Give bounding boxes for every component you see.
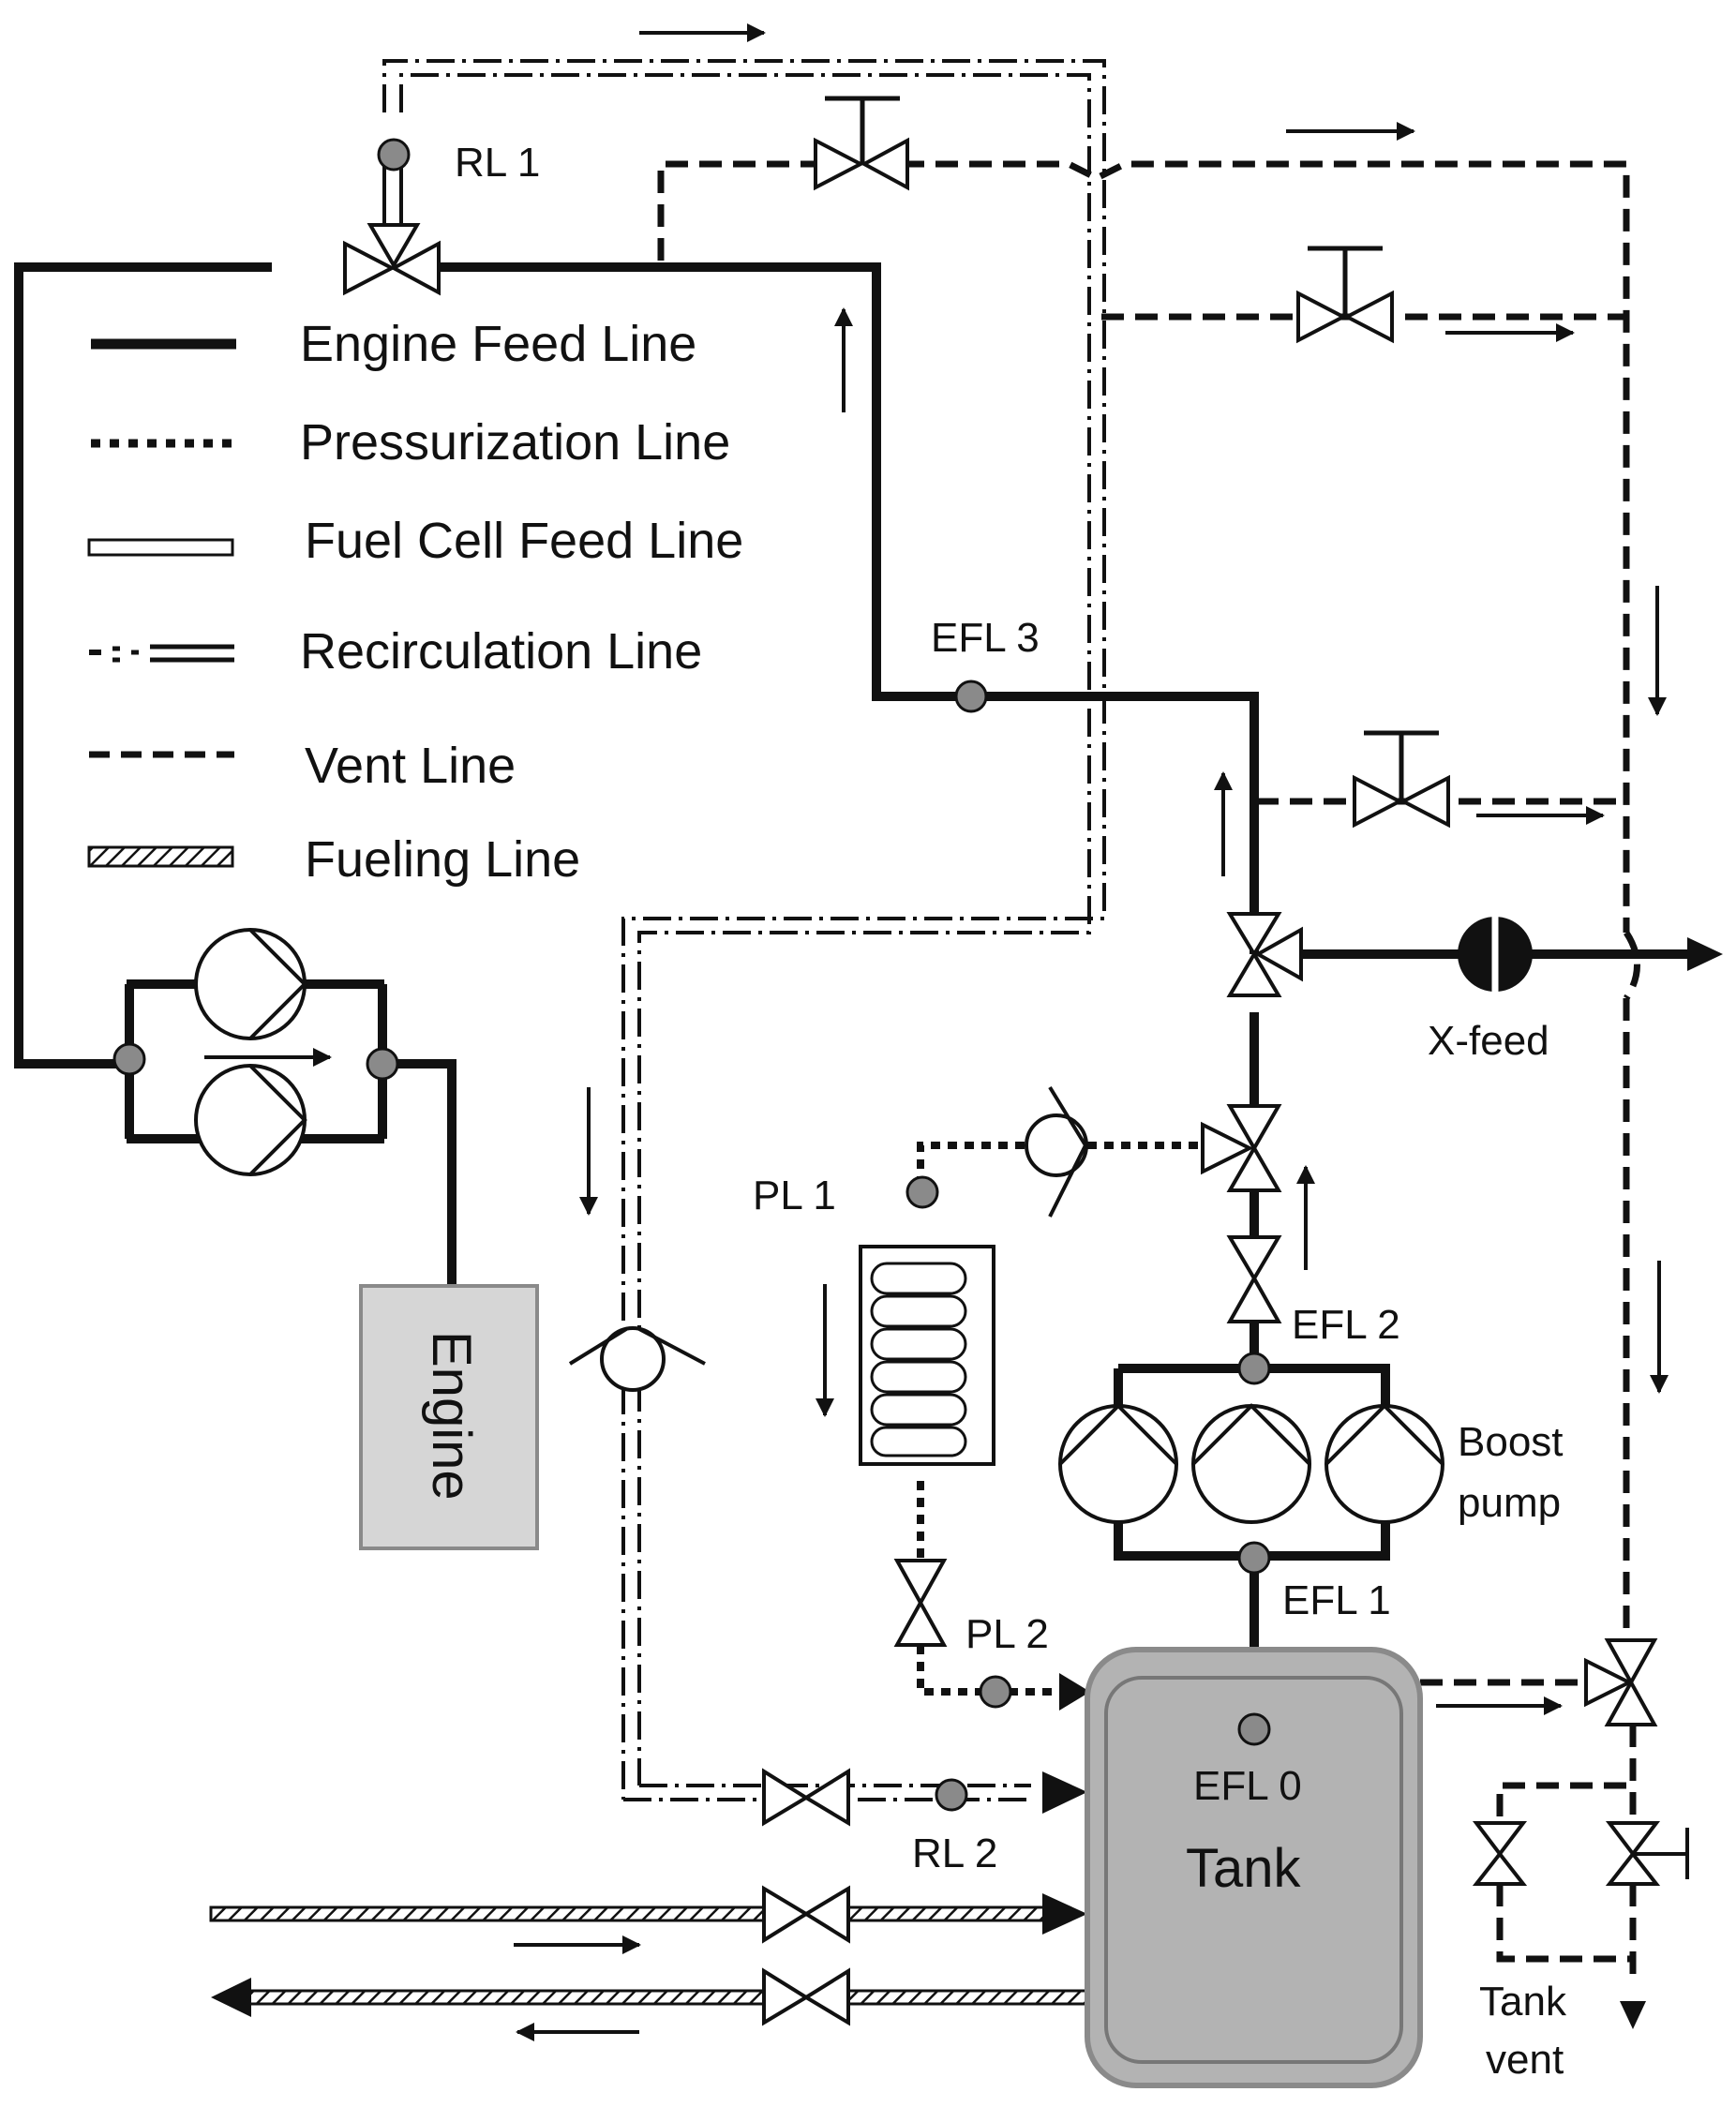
fueling-valve-out[interactable] xyxy=(762,1967,850,2026)
feed-isolation-valve[interactable] xyxy=(1226,1235,1282,1323)
xfeed-outlet-arrow xyxy=(1687,937,1723,971)
pressurization-valve[interactable] xyxy=(893,1559,948,1647)
engine-pump-lower[interactable] xyxy=(194,1064,307,1176)
efl0-sensor xyxy=(1237,1712,1271,1746)
tank-label: Tank xyxy=(1186,1838,1302,1899)
tank-vent-label-line1: Tank xyxy=(1479,1979,1567,2025)
rl1-label: RL 1 xyxy=(455,140,540,186)
vent-valve-mid[interactable] xyxy=(1296,246,1394,344)
legend-fuel-cell-sample xyxy=(87,538,234,557)
boost-pump-2[interactable] xyxy=(1191,1403,1311,1524)
vent-valve-top[interactable] xyxy=(814,96,909,191)
xfeed-label: X-feed xyxy=(1428,1018,1549,1064)
pl2-sensor xyxy=(979,1675,1012,1709)
pressurization-inlet-arrow xyxy=(1059,1673,1090,1711)
efl2-label: EFL 2 xyxy=(1292,1302,1400,1348)
legend-recirculation-label: Recirculation Line xyxy=(300,623,702,680)
pl1-label: PL 1 xyxy=(753,1173,836,1218)
tank-vent-outlet-arrow xyxy=(1620,2001,1646,2029)
rl2-label: RL 2 xyxy=(912,1831,997,1876)
pl2-label: PL 2 xyxy=(965,1611,1049,1657)
rl1-valve[interactable] xyxy=(343,223,441,296)
pressurization-heat-exchanger[interactable] xyxy=(859,1245,995,1466)
fueling-line xyxy=(209,1905,1092,2006)
boost-pump-1[interactable] xyxy=(1058,1403,1178,1524)
legend: Engine Feed Line Pressurization Line Fue… xyxy=(87,316,743,888)
vent-line xyxy=(657,160,1640,1978)
engine-label: Engine xyxy=(421,1331,482,1501)
boost-pump-label-line1: Boost xyxy=(1458,1419,1564,1465)
efl3-label: EFL 3 xyxy=(931,615,1040,661)
fueling-valve-in[interactable] xyxy=(762,1885,850,1944)
fueling-inlet-arrow xyxy=(1042,1893,1087,1935)
pl1-sensor xyxy=(905,1175,939,1209)
rl1-sensor xyxy=(377,138,411,172)
pressurization-check-valve[interactable] xyxy=(1025,1085,1088,1218)
tank[interactable] xyxy=(1085,1647,1423,2088)
efl1-sensor xyxy=(1237,1541,1271,1575)
recirculation-check-valve[interactable] xyxy=(568,1326,706,1392)
efl3-sensor xyxy=(954,680,988,713)
fueling-outlet-arrow xyxy=(211,1978,251,2017)
recirculation-inlet-arrow xyxy=(1042,1771,1087,1814)
rl2-valve[interactable] xyxy=(762,1768,850,1827)
engine-pump-sensor-left xyxy=(112,1042,146,1076)
legend-fueling-label: Fueling Line xyxy=(305,831,580,888)
legend-fueling-sample xyxy=(87,845,234,868)
tank-vent-three-way-valve[interactable] xyxy=(1584,1638,1658,1726)
pressurization-line xyxy=(917,1142,1203,1696)
engine-block[interactable] xyxy=(359,1284,539,1550)
legend-pressurization-label: Pressurization Line xyxy=(300,414,730,471)
engine-pump-sensor-right xyxy=(366,1047,399,1081)
xfeed-valve[interactable] xyxy=(1458,914,1533,994)
legend-vent-label: Vent Line xyxy=(305,738,516,794)
xfeed-three-way-valve[interactable] xyxy=(1226,912,1303,997)
boost-pump-label-line2: pump xyxy=(1458,1480,1561,1526)
efl2-sensor xyxy=(1237,1352,1271,1385)
feed-three-way-valve[interactable] xyxy=(1201,1104,1282,1192)
legend-fuel-cell-label: Fuel Cell Feed Line xyxy=(305,513,743,569)
rl2-sensor xyxy=(935,1778,968,1812)
legend-engine-feed-label: Engine Feed Line xyxy=(300,316,696,372)
boost-pump-3[interactable] xyxy=(1324,1403,1444,1524)
tank-vent-label-line2: vent xyxy=(1486,2037,1564,2083)
tank-vent-valve-right[interactable] xyxy=(1605,1821,1689,1886)
efl1-label: EFL 1 xyxy=(1282,1577,1391,1623)
engine-pump-upper[interactable] xyxy=(194,928,307,1040)
legend-recirculation-sample xyxy=(89,644,234,663)
efl0-label: EFL 0 xyxy=(1193,1763,1302,1809)
tank-vent-valve-left[interactable] xyxy=(1472,1821,1528,1886)
vent-valve-low[interactable] xyxy=(1353,730,1450,829)
